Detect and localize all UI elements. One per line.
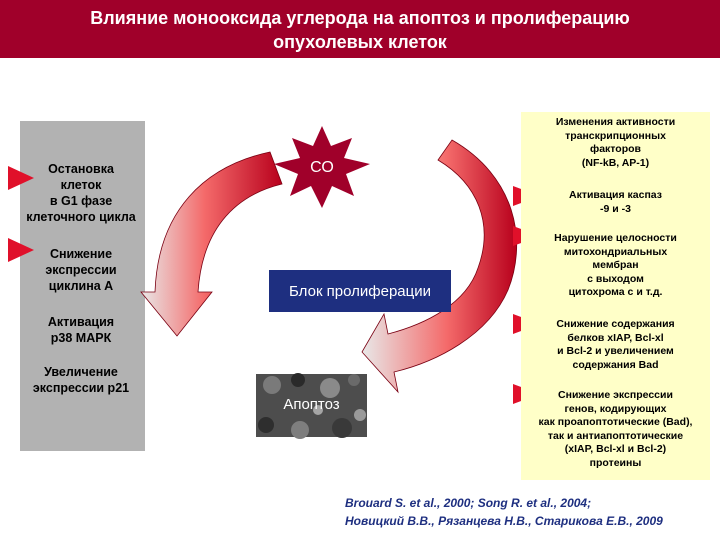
left-bullet-marker-2 (8, 238, 34, 262)
right-mech-3-line-4: с выходом (587, 272, 644, 285)
right-mech-2-line-1: Активация каспаз (568, 189, 662, 201)
right-mech-5-line-2: генов, кодирующих (564, 402, 667, 415)
left-effect-4-line-1: Увеличение (44, 365, 118, 379)
left-effect-1-line-4: клеточного цикла (26, 210, 136, 224)
right-mech-4-line-4: содержания Bad (572, 358, 659, 371)
right-mechanisms-panel (521, 112, 710, 480)
right-mechanism-transcription: Изменения активности транскрипционных фа… (521, 116, 710, 170)
left-effect-1-line-2: клеток (60, 178, 102, 192)
co-label: СО (310, 159, 334, 176)
right-mechanism-gene-expression: Снижение экспрессии генов, кодирующих ка… (521, 389, 710, 471)
right-mech-5-line-4: так и антиапоптотические (547, 429, 684, 442)
right-mech-1-line-2: транскрипционных (565, 129, 666, 142)
right-mech-5-line-3: как проапоптотические (Bad), (538, 416, 693, 429)
left-effect-2-line-2: экспрессии (45, 263, 117, 277)
right-mech-1-line-1: Изменения активности (555, 116, 676, 128)
co-starburst (274, 126, 370, 208)
left-effects-panel (20, 121, 145, 451)
left-effect-p21: Увеличение экспрессии р21 (22, 364, 140, 396)
right-mech-5-line-1: Снижение экспрессии (558, 389, 673, 401)
left-effect-4-line-2: экспрессии р21 (32, 381, 130, 395)
proliferation-block-box (269, 270, 451, 312)
title-line-1: Влияние монооксида углерода на апоптоз и… (90, 8, 630, 28)
right-mech-3-line-5: цитохрома с и т.д. (568, 286, 663, 299)
left-bullet-marker-1 (8, 166, 34, 190)
right-mech-4-line-1: Снижение содержания (556, 318, 675, 330)
left-effect-3-line-2: р38 МАРК (50, 331, 112, 345)
left-effect-cell-cycle-arrest: Остановка клеток в G1 фазе клеточного ци… (22, 161, 140, 225)
right-mech-3-line-1: Нарушение целосности (554, 232, 677, 244)
left-effect-1-line-3: в G1 фазе (49, 194, 113, 208)
left-effect-cyclin-a: Снижение экспрессии циклина А (22, 246, 140, 294)
title-line-2: опухолевых клеток (273, 32, 447, 52)
right-mech-4-line-3: и Bcl-2 и увеличением (557, 345, 674, 358)
apoptosis-label: Апоптоз (283, 396, 340, 413)
right-mech-1-line-3: факторов (590, 143, 641, 156)
right-mech-2-line-2: -9 и -3 (600, 202, 631, 215)
header-bar (0, 0, 720, 58)
right-mech-5-line-6: протеины (589, 456, 642, 469)
left-effect-p38-mapk: Активация р38 МАРК (22, 314, 140, 346)
right-mech-5-line-5: (xIAP, Bcl-xl и Bcl-2) (564, 443, 667, 456)
left-curved-arrow (140, 151, 283, 337)
reference-line-1: Brouard S. et al., 2000; Song R. et al.,… (345, 496, 592, 510)
right-mech-1-line-4: (NF-kB, AP-1) (581, 156, 650, 169)
left-effect-3-line-1: Активация (47, 315, 115, 329)
right-curved-arrow (361, 139, 518, 394)
right-mechanism-mitochondria: Нарушение целосности митохондриальных ме… (521, 232, 710, 300)
right-mechanism-caspases: Активация каспаз -9 и -3 (521, 189, 710, 216)
left-effect-2-line-3: циклина А (48, 279, 114, 293)
right-mechanism-proteins: Снижение содержания белков xIAP, Bcl-xl … (521, 318, 710, 372)
apoptosis-cell-image (256, 373, 367, 439)
left-effect-1-line-1: Остановка (48, 162, 114, 176)
reference-line-2: Новицкий В.В., Рязанцева Н.В., Старикова… (345, 514, 663, 528)
right-mech-4-line-2: белков xIAP, Bcl-xl (567, 331, 664, 344)
right-mech-3-line-2: митохондриальных (563, 245, 668, 258)
page-title: Влияние монооксида углерода на апоптоз и… (0, 6, 720, 54)
left-effect-2-line-1: Снижение (49, 247, 113, 261)
right-mech-3-line-3: мембран (592, 259, 639, 272)
proliferation-block-label: Блок пролиферации (289, 283, 431, 300)
